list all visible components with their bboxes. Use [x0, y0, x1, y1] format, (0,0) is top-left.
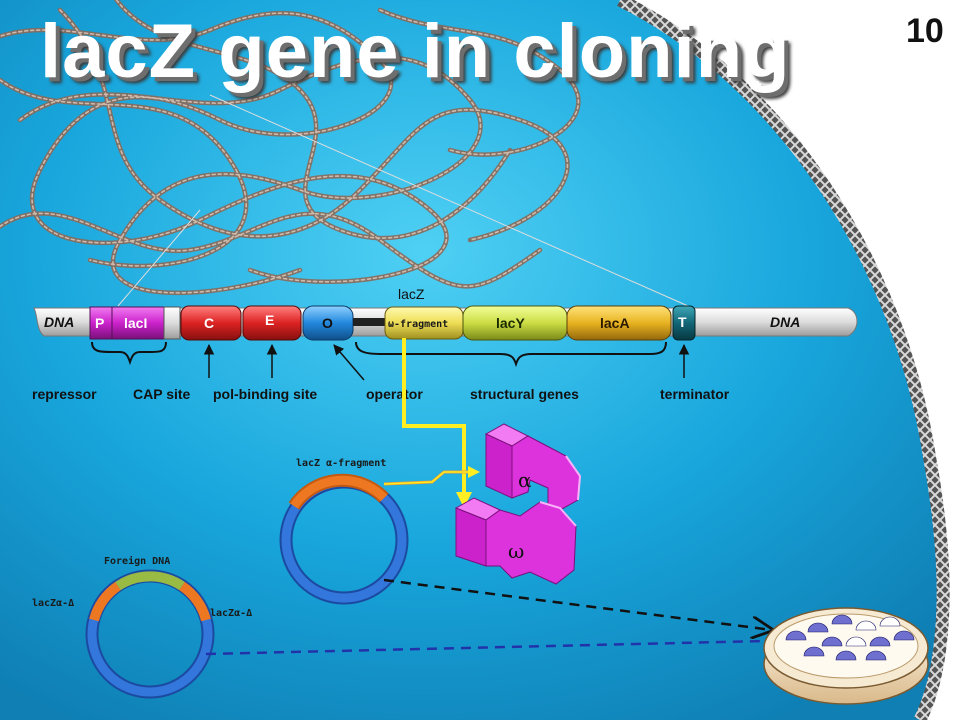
- pol-binding-callout: pol-binding site: [213, 386, 317, 402]
- polymerase-label: E: [265, 312, 274, 328]
- laci-label: lacI: [124, 315, 147, 331]
- lac-operon: DNA DNA P lacI C E O ω-fragment lacY lac…: [33, 286, 858, 341]
- laca-segment: [566, 305, 672, 341]
- page-title: lacZ gene in cloning: [40, 9, 791, 94]
- cell-membrane: [617, 0, 950, 720]
- terminator-callout: terminator: [660, 386, 730, 402]
- omega-label: ω: [508, 539, 524, 563]
- alpha-plasmid: lacZ α-fragment: [279, 458, 480, 605]
- linker-bar: [353, 318, 385, 326]
- foreign-dna-arc: [115, 571, 185, 591]
- dashed-arrow-blue: [205, 640, 808, 656]
- laci-segment: [111, 306, 165, 340]
- operator-label: O: [322, 315, 333, 331]
- cloning-vector: Foreign DNA lacZα-Δ lacZα-Δ: [32, 555, 252, 699]
- alpha-fragment-label: lacZ α-fragment: [296, 458, 386, 469]
- dna-left-label: DNA: [44, 314, 74, 330]
- alpha-expression-arrow: [383, 466, 480, 486]
- omega-expression-arrow: [402, 338, 472, 508]
- omega-subunit: [454, 497, 577, 585]
- cap-segment: [180, 305, 242, 341]
- promoter-label: P: [95, 315, 104, 331]
- beta-galactosidase-icon: α ω: [454, 423, 582, 585]
- polymerase-segment: [242, 305, 302, 341]
- lacz-label: lacZ: [398, 286, 425, 302]
- lacy-label: lacY: [496, 315, 525, 331]
- petri-dish-icon: [763, 607, 929, 705]
- operator-callout: operator: [366, 386, 423, 402]
- operator-pointer: [333, 344, 365, 381]
- omega-fragment-label: ω-fragment: [388, 319, 448, 330]
- alpha-subunit: [484, 423, 582, 511]
- dashed-arrow-black: [383, 578, 772, 630]
- callouts: repressor CAP site pol-binding site oper…: [32, 341, 730, 402]
- structural-genes-callout: structural genes: [470, 386, 579, 402]
- terminator-segment: [672, 305, 696, 341]
- structural-brace: [355, 341, 667, 368]
- laca-label: lacA: [600, 315, 630, 331]
- lacz-delta-right-label: lacZα-Δ: [210, 608, 252, 619]
- repressor-callout: repressor: [32, 386, 97, 402]
- foreign-dna-label: Foreign DNA: [104, 555, 170, 567]
- slide-number: 10: [906, 12, 944, 50]
- cap-site-callout: CAP site: [133, 386, 191, 402]
- terminator-label: T: [678, 314, 687, 330]
- lacz-delta-left-label: lacZα-Δ: [32, 598, 74, 609]
- repressor-brace: [91, 341, 167, 366]
- laci-end-cap: [163, 306, 181, 340]
- dna-coil-icon: [0, 0, 581, 296]
- cap-label: C: [204, 315, 214, 331]
- dna-right-label: DNA: [770, 314, 800, 330]
- bacterial-colonies: [785, 614, 915, 661]
- alpha-label: α: [518, 468, 532, 492]
- zoom-line-right: [209, 94, 689, 307]
- zoom-line-left: [117, 209, 201, 307]
